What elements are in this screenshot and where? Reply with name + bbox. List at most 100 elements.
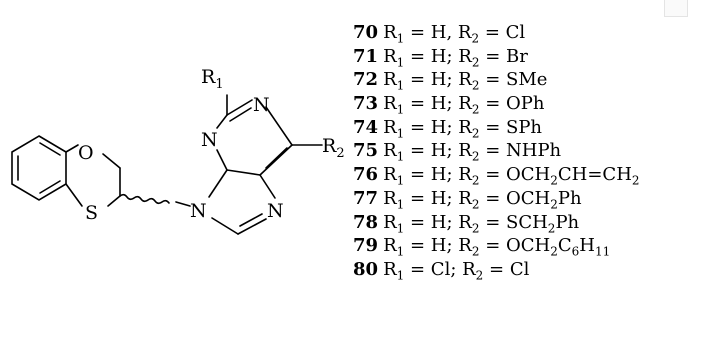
oxygen-atom-label: O — [78, 142, 94, 164]
subscript: 1 — [396, 268, 405, 283]
r2-label: R2 — [322, 135, 345, 161]
subscript: 1 — [396, 197, 405, 212]
subscript: 2 — [471, 150, 480, 165]
formula-text: R — [383, 69, 397, 91]
subscript: 2 — [471, 244, 480, 259]
subscript: 2 — [550, 244, 558, 259]
formula-text: R — [383, 235, 397, 257]
subscript: 2 — [471, 78, 480, 93]
subscript: 1 — [396, 150, 405, 165]
formula-text: Ph — [557, 187, 582, 209]
compound-number: 77 — [353, 187, 379, 209]
compound-number: 72 — [353, 69, 379, 91]
subscript: 1 — [396, 78, 405, 93]
formula-text: = OCH — [479, 187, 551, 209]
compound-number: 75 — [353, 140, 379, 162]
wavy-bond — [119, 193, 170, 205]
subscript: 6 — [571, 244, 580, 259]
formula-text: = OCH — [479, 164, 551, 186]
formula-text: = Cl — [479, 22, 526, 43]
formula-text: Ph — [555, 211, 580, 233]
nitrogen-atom-label-n1: N — [253, 94, 270, 116]
subscript: 1 — [396, 221, 405, 236]
chemical-structure: O S N N N N R1 R2 — [11, 66, 345, 235]
subscript: 2 — [471, 31, 480, 46]
formula-text: R — [383, 164, 397, 186]
subscript: 2 — [475, 268, 484, 283]
subscript: 2 — [471, 55, 480, 70]
formula-text: = SPh — [479, 116, 543, 138]
subscript: 2 — [471, 126, 480, 141]
formula-text: H — [579, 235, 595, 257]
formula-text: = OPh — [479, 93, 545, 115]
subscript: 2 — [471, 221, 480, 236]
compound-number: 78 — [353, 211, 379, 233]
subscript: 1 — [396, 55, 405, 70]
subscript: 2 — [471, 173, 480, 188]
subscript: 2 — [550, 173, 558, 188]
compound-number: 73 — [353, 93, 379, 115]
formula-text: = H; R — [404, 69, 472, 91]
corner-badge — [664, 0, 688, 17]
formula-text: R — [383, 140, 397, 162]
formula-text: CH=CH — [557, 164, 632, 186]
compound-number: 71 — [353, 45, 379, 67]
subscript: 2 — [471, 102, 480, 117]
compound-number: 70 — [353, 22, 379, 43]
formula-text: = H; R — [404, 45, 472, 67]
subscript: 1 — [396, 31, 405, 46]
formula-text: R — [383, 116, 397, 138]
r1-label: R1 — [201, 66, 224, 92]
formula-text: R — [383, 22, 397, 43]
compound-number: 74 — [353, 116, 379, 138]
subscript: 11 — [595, 244, 611, 259]
sulfur-atom-label: S — [85, 202, 98, 224]
nitrogen-atom-label-n9: N — [190, 200, 207, 222]
formula-text: R — [383, 45, 397, 67]
formula-text: R — [383, 258, 397, 280]
formula-text: = SMe — [479, 69, 548, 91]
benzene-ring — [11, 135, 67, 201]
nitrogen-atom-label-n3: N — [201, 129, 218, 151]
formula-text: = SCH — [479, 211, 548, 233]
formula-text: = Br — [479, 45, 528, 67]
subscript: 2 — [550, 197, 558, 212]
formula-text: C — [557, 235, 572, 257]
compound-number: 79 — [353, 235, 379, 257]
formula-text: = Cl — [483, 258, 530, 280]
formula-text: = H; R — [404, 187, 472, 209]
nitrogen-atom-label-n7: N — [267, 200, 284, 222]
formula-text: = H; R — [404, 140, 472, 162]
subscript: 1 — [396, 173, 405, 188]
formula-text: = H; R — [404, 164, 472, 186]
formula-text: = H; R — [404, 93, 472, 115]
formula-text: = H; R — [404, 116, 472, 138]
subscript: 2 — [471, 197, 480, 212]
subscript: 1 — [396, 244, 405, 259]
oxathiine-ring — [65, 144, 121, 207]
formula-text: = H; R — [404, 235, 472, 257]
formula-text: = NHPh — [479, 140, 562, 162]
subscript: 2 — [631, 173, 640, 188]
compound-number: 76 — [353, 164, 379, 186]
compound-number: 80 — [353, 258, 379, 280]
formula-text: = H, R — [404, 22, 472, 43]
formula-text: R — [383, 187, 397, 209]
formula-text: = H; R — [404, 211, 472, 233]
formula-text: = OCH — [479, 235, 551, 257]
formula-text: = Cl; R — [404, 258, 476, 280]
subscript: 1 — [396, 102, 405, 117]
formula-text: R — [383, 93, 397, 115]
